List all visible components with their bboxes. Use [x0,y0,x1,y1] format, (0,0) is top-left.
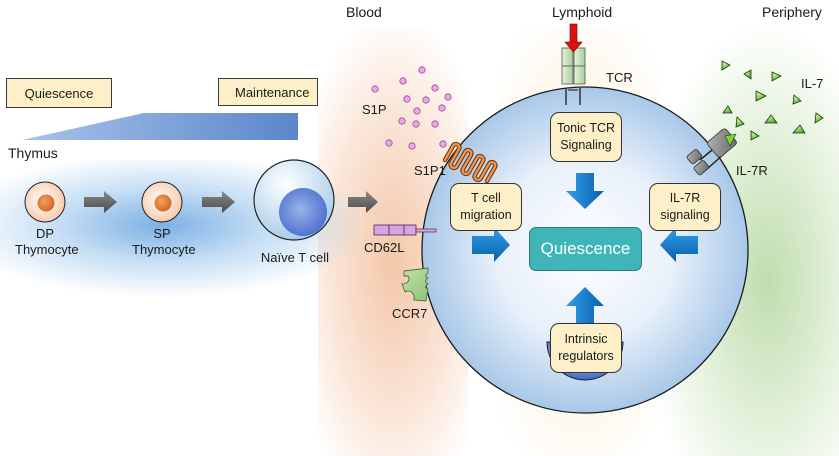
dp-label-line1: DP [35,226,55,241]
region-label-periphery: Periphery [762,4,822,20]
sp-thymocyte-icon [141,181,183,223]
il7r-signaling-line1: IL-7R [669,191,701,205]
tonic-tcr-line1: Tonic TCR [556,121,616,135]
tcr-label: TCR [606,70,633,85]
tcr-stimulus-arrow-icon [564,23,583,53]
arrow-left-icon [660,227,698,262]
il7r-signaling-line2: signaling [660,208,710,222]
arrow-up-icon [566,287,604,324]
arrow-down-icon [566,173,604,209]
sp-label: SP Thymocyte [132,226,196,258]
quiescence-center-box: Quiescence [529,227,642,271]
maintenance-tag: Maintenance [218,78,318,106]
arrow-right-icon [348,191,378,213]
naive-t-cell-label: Naïve T cell [260,250,330,265]
arrow-right-icon [84,191,117,213]
tonic-tcr-signaling-box: Tonic TCR Signaling [550,112,622,162]
s1p1-label: S1P1 [414,163,446,178]
dp-thymocyte-icon [24,181,66,223]
intrinsic-regulators-line1: Intrinsic [564,332,608,346]
quiescence-tag: Quiescence [6,78,112,108]
ccr7-label: CCR7 [392,306,428,321]
intrinsic-regulators-line2: regulators [558,349,614,363]
il7r-signaling-box: IL-7R signaling [649,183,721,231]
s1p-label: S1P [362,102,387,117]
tonic-tcr-line2: Signaling [560,138,612,152]
arrow-right-icon [472,227,510,262]
cd62l-label: CD62L [364,240,405,255]
naive-t-cell-icon [253,159,335,241]
ccr7-receptor-icon [401,267,430,302]
t-cell-migration-box: T cell migration [450,183,522,231]
il7r-label: IL-7R [736,163,768,178]
sp-label-line2: Thymocyte [132,242,196,257]
intrinsic-regulators-box: Intrinsic regulators [550,323,622,373]
dp-label: DP Thymocyte [15,226,79,258]
tcr-receptor-icon [561,47,586,105]
sp-label-line1: SP [153,226,171,241]
t-cell-migration-line1: T cell [471,191,501,205]
region-label-thymus: Thymus [8,145,58,161]
il7-label: IL-7 [801,76,824,91]
il7r-receptor-icon [686,128,737,176]
dp-label-line2: Thymocyte [15,242,79,257]
region-label-blood: Blood [346,4,382,20]
arrow-right-icon [202,191,235,213]
s1p-molecules-icon [371,66,452,150]
cd62l-receptor-icon [373,224,437,236]
t-cell-migration-line2: migration [460,208,512,222]
il7-molecules-icon [721,60,824,141]
region-label-lymphoid: Lymphoid [552,4,613,20]
